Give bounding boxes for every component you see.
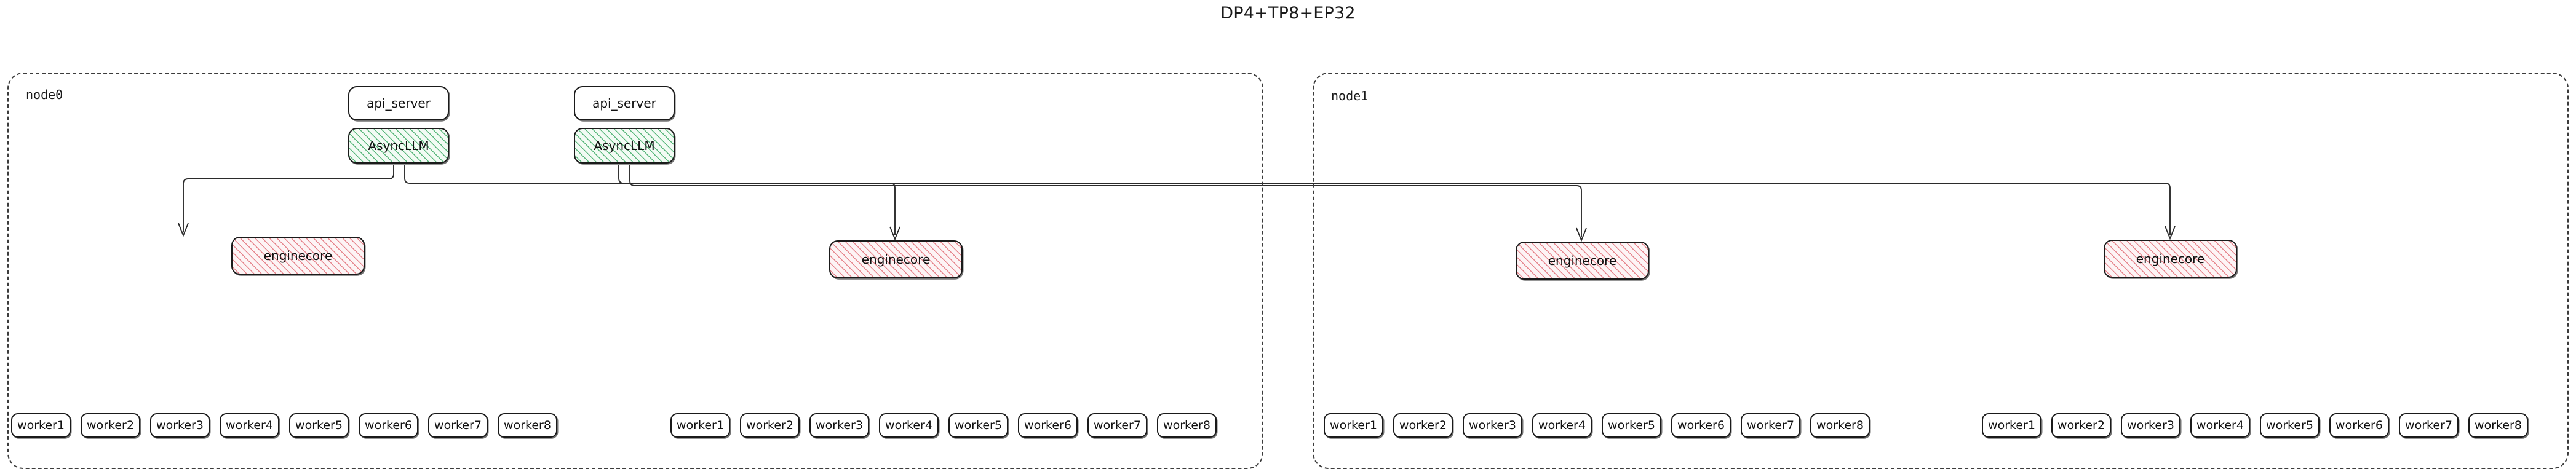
worker-box-node0-0-7[interactable]: worker7 — [428, 413, 488, 438]
worker-box-node1-0-6[interactable]: worker6 — [1671, 413, 1731, 438]
worker-box-node0-0-8[interactable]: worker8 — [498, 413, 557, 438]
worker-box-node1-1-6[interactable]: worker6 — [2329, 413, 2389, 438]
worker-box-node0-1-3[interactable]: worker3 — [809, 413, 869, 438]
worker-box-node1-0-8[interactable]: worker8 — [1810, 413, 1870, 438]
worker-box-node0-1-2[interactable]: worker2 — [740, 413, 800, 438]
worker-box-node0-1-7[interactable]: worker7 — [1087, 413, 1147, 438]
worker-box-node1-1-3[interactable]: worker3 — [2121, 413, 2180, 438]
node-cluster-node1 — [1313, 73, 2569, 469]
asyncllm-box-0-0[interactable]: AsyncLLM — [348, 128, 449, 164]
asyncllm-box-0-1[interactable]: AsyncLLM — [574, 128, 675, 164]
enginecore-box-1-1[interactable]: enginecore — [2104, 240, 2237, 278]
worker-box-node0-1-5[interactable]: worker5 — [948, 413, 1008, 438]
worker-box-node0-1-8[interactable]: worker8 — [1157, 413, 1217, 438]
worker-box-node0-0-5[interactable]: worker5 — [289, 413, 349, 438]
api-server-box-0-1[interactable]: api_server — [574, 86, 675, 120]
worker-box-node1-0-2[interactable]: worker2 — [1393, 413, 1453, 438]
worker-box-node0-0-4[interactable]: worker4 — [220, 413, 279, 438]
worker-box-node0-1-1[interactable]: worker1 — [670, 413, 730, 438]
worker-box-node0-0-1[interactable]: worker1 — [11, 413, 71, 438]
worker-box-node0-0-2[interactable]: worker2 — [81, 413, 140, 438]
page-title: DP4+TP8+EP32 — [1220, 4, 1356, 23]
node-label-node1: node1 — [1331, 89, 1369, 103]
worker-box-node0-1-4[interactable]: worker4 — [879, 413, 939, 438]
node-cluster-node0 — [7, 73, 1263, 469]
worker-box-node1-1-1[interactable]: worker1 — [1982, 413, 2041, 438]
worker-box-node0-1-6[interactable]: worker6 — [1018, 413, 1078, 438]
worker-box-node1-0-7[interactable]: worker7 — [1741, 413, 1800, 438]
api-server-box-0-0[interactable]: api_server — [348, 86, 449, 120]
worker-box-node1-1-5[interactable]: worker5 — [2260, 413, 2320, 438]
worker-box-node1-0-4[interactable]: worker4 — [1532, 413, 1592, 438]
worker-box-node1-0-3[interactable]: worker3 — [1463, 413, 1522, 438]
worker-box-node1-1-7[interactable]: worker7 — [2399, 413, 2459, 438]
enginecore-box-0-1[interactable]: enginecore — [829, 240, 963, 278]
enginecore-box-1-0[interactable]: enginecore — [1516, 242, 1649, 280]
worker-box-node0-0-3[interactable]: worker3 — [150, 413, 210, 438]
worker-box-node0-0-6[interactable]: worker6 — [359, 413, 418, 438]
enginecore-box-0-0[interactable]: enginecore — [231, 237, 365, 275]
worker-box-node1-0-1[interactable]: worker1 — [1324, 413, 1383, 438]
worker-box-node1-1-4[interactable]: worker4 — [2190, 413, 2250, 438]
worker-box-node1-1-2[interactable]: worker2 — [2051, 413, 2111, 438]
node-label-node0: node0 — [26, 87, 63, 102]
worker-box-node1-1-8[interactable]: worker8 — [2468, 413, 2528, 438]
worker-box-node1-0-5[interactable]: worker5 — [1602, 413, 1661, 438]
